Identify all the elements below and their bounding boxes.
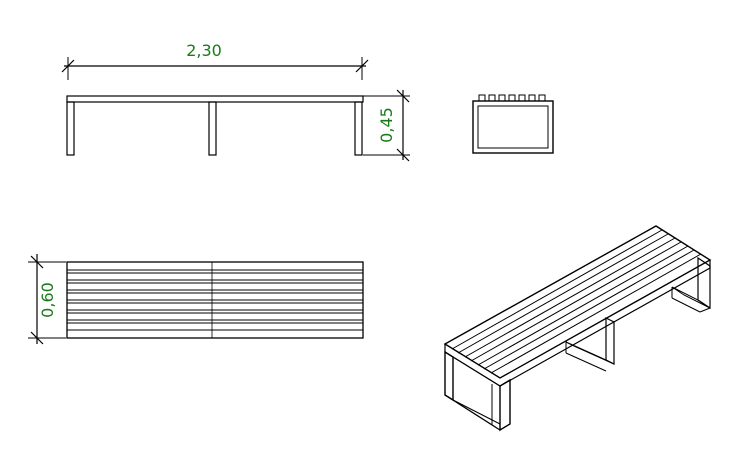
height-label: 0,45	[377, 107, 396, 143]
iso-right-frame	[671, 256, 711, 313]
isometric-view	[443, 225, 712, 432]
depth-label: 0,60	[38, 282, 57, 318]
iso-middle-frame	[565, 317, 615, 372]
height-dimension: 0,45	[363, 89, 410, 162]
plan-view: 0,60	[28, 254, 364, 345]
side-slat-profiles	[478, 94, 546, 102]
front-bench-outline	[66, 95, 364, 156]
depth-dimension: 0,60	[28, 254, 66, 345]
iso-seat-top	[443, 225, 712, 387]
side-elevation	[472, 94, 554, 154]
front-elevation: 2,30 0,45	[61, 41, 410, 162]
length-label: 2,30	[186, 41, 222, 60]
iso-left-frame	[444, 350, 511, 432]
length-dimension: 2,30	[61, 41, 369, 80]
plan-slats	[67, 269, 363, 331]
